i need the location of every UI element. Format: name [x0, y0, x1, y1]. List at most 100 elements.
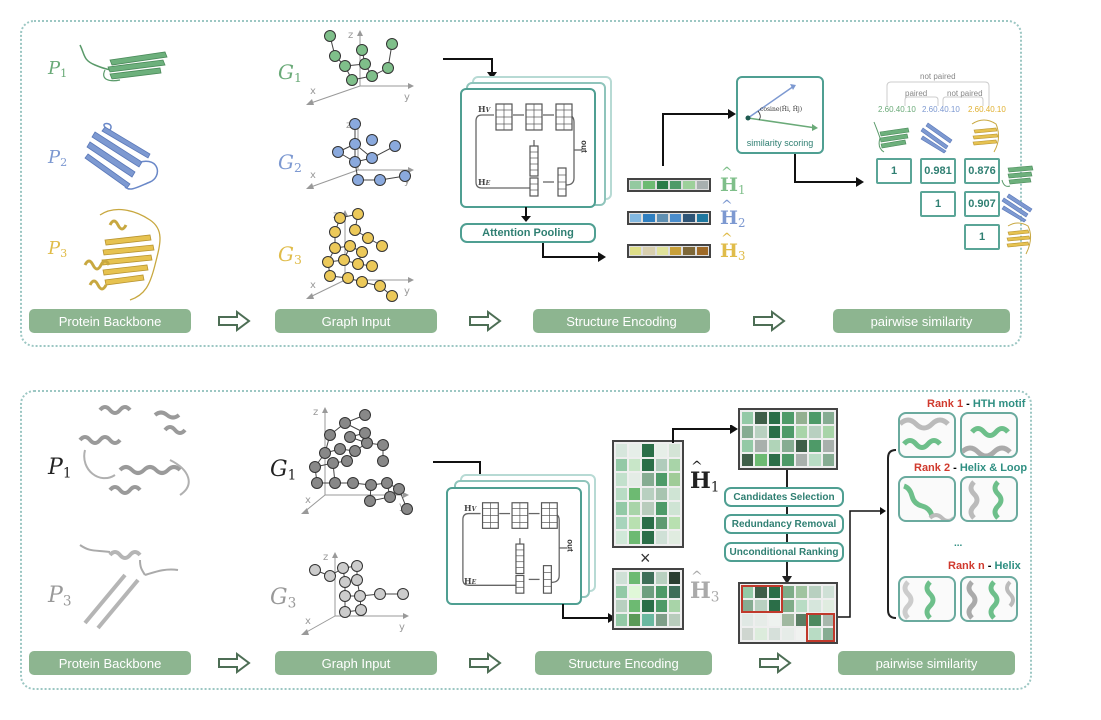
x-axis: [307, 279, 346, 299]
matrix-cell: [782, 628, 794, 640]
embedding-cell: [696, 181, 708, 189]
x-axis-arrowhead: [306, 293, 314, 299]
graph-node: [339, 60, 351, 72]
graph-node: [362, 232, 374, 244]
stage-protein-backbone: Protein Backbone: [29, 309, 191, 333]
h1-to-sim-arrow: [672, 425, 738, 443]
graph-node: [349, 224, 361, 236]
matrix-cell: [668, 502, 680, 515]
graph-node: [342, 272, 354, 284]
stage-structure-encoding: Structure Encoding: [533, 309, 710, 333]
matrix-cell: [755, 614, 767, 626]
similarity-scoring-label: similarity scoring: [746, 138, 814, 148]
graph-node: [359, 427, 371, 439]
matrix-cell: [755, 412, 767, 424]
bottom-panel: [20, 390, 1032, 690]
matrix-cell: [742, 628, 754, 640]
stage-structure-encoding-bottom: Structure Encoding: [535, 651, 712, 675]
x-axis-label: x: [310, 86, 316, 97]
helix-motif-icon: [962, 426, 1012, 456]
rank-1-thumb-b: [960, 412, 1018, 458]
protein-label-p3-bottom: P3: [48, 583, 72, 610]
matrix-cell: [742, 614, 754, 626]
embedding-label-h2: ^H2: [720, 198, 746, 230]
graph-node: [381, 477, 393, 489]
x-axis-label: x: [305, 616, 311, 627]
ranked-to-results-arrow: [838, 449, 897, 619]
pooling-output-arrow: [542, 243, 606, 262]
matrix-cell: [822, 614, 834, 626]
matrix-cell: [668, 487, 680, 501]
mini-protein-p1-col: [873, 121, 910, 153]
he-label-bottom: HE: [464, 576, 477, 586]
similarity-to-matrix-arrow: [794, 154, 864, 187]
hv-label: HV: [478, 104, 491, 114]
graph-node: [351, 574, 363, 586]
matrix-cell: [655, 586, 667, 598]
stage-protein-backbone-bottom: Protein Backbone: [29, 651, 191, 675]
graph-node: [377, 439, 389, 451]
x-axis: [307, 169, 359, 189]
graph-node: [324, 270, 336, 282]
matrix-cell: [768, 412, 781, 424]
graph-node: [349, 156, 361, 168]
gnn-diagram-bottom: [462, 502, 568, 594]
graph-node: [355, 604, 367, 616]
embedding-cell: [669, 214, 682, 222]
matrix-cell: [809, 426, 821, 438]
matrix-cell: [822, 600, 834, 612]
residue-matrix-h3: [612, 568, 684, 630]
matrix-cell: [795, 454, 808, 466]
embedding-cell: [643, 214, 655, 222]
matrix-cell: [642, 600, 654, 612]
embedding-cell: [656, 247, 668, 255]
matrix-cell: [755, 426, 767, 438]
stage-graph-input: Graph Input: [275, 309, 437, 333]
graph-node: [332, 146, 344, 158]
out-label-bottom: out: [565, 539, 575, 552]
embedding-cell: [643, 181, 655, 189]
graph-node: [374, 280, 386, 292]
matrix-cell: [755, 628, 767, 640]
matrix-cell: [668, 586, 680, 598]
matrix-cell: [795, 586, 808, 598]
graph-node: [397, 588, 409, 600]
matrix-cell: [655, 487, 667, 501]
graph-node: [344, 431, 356, 443]
matrix-cell: [742, 412, 754, 424]
matrix-cell: [795, 412, 808, 424]
rank-n-title: Rank n - Helix: [948, 560, 1021, 572]
matrix-cell: [782, 440, 794, 452]
graph-node: [401, 503, 413, 515]
embedding-cell: [696, 247, 708, 255]
similarity-scoring-box: cosine(Ĥi, Ĥj) similarity scoring: [736, 76, 824, 154]
protein-structure-p3: [83, 208, 161, 301]
matrix-cell: [809, 586, 821, 598]
graph-node: [322, 256, 334, 268]
highlight-region-2: [806, 613, 835, 642]
residue-label-h1: ^H1: [690, 459, 720, 496]
embedding-cell: [683, 247, 695, 255]
embedding-cell: [669, 181, 682, 189]
matrix-cell: [668, 614, 680, 626]
embedding-cell: [630, 214, 642, 222]
matrix-cell: [742, 600, 754, 612]
protein-label-p2: P2: [48, 147, 68, 169]
matrix-cell: [629, 531, 641, 544]
encoder-to-pooling-arrow: [521, 207, 531, 222]
matrix-cell: [742, 586, 754, 598]
graph-node: [389, 140, 401, 152]
residue-similarity-matrix: [738, 408, 838, 470]
matrix-cell: [655, 531, 667, 544]
matrix-cell: [795, 614, 808, 626]
matrix-cell: [768, 426, 781, 438]
y-axis-label: y: [404, 286, 410, 297]
matrix-cell: [642, 531, 654, 544]
matrix-cell: [782, 600, 794, 612]
mini-protein-p2-col: [920, 122, 953, 154]
z-axis-label: z: [323, 552, 328, 563]
stage-arrow-2-bottom: [469, 652, 502, 674]
graph-g2: zyx: [306, 118, 414, 189]
matrix-cell: [668, 473, 680, 486]
graph-node: [366, 152, 378, 164]
